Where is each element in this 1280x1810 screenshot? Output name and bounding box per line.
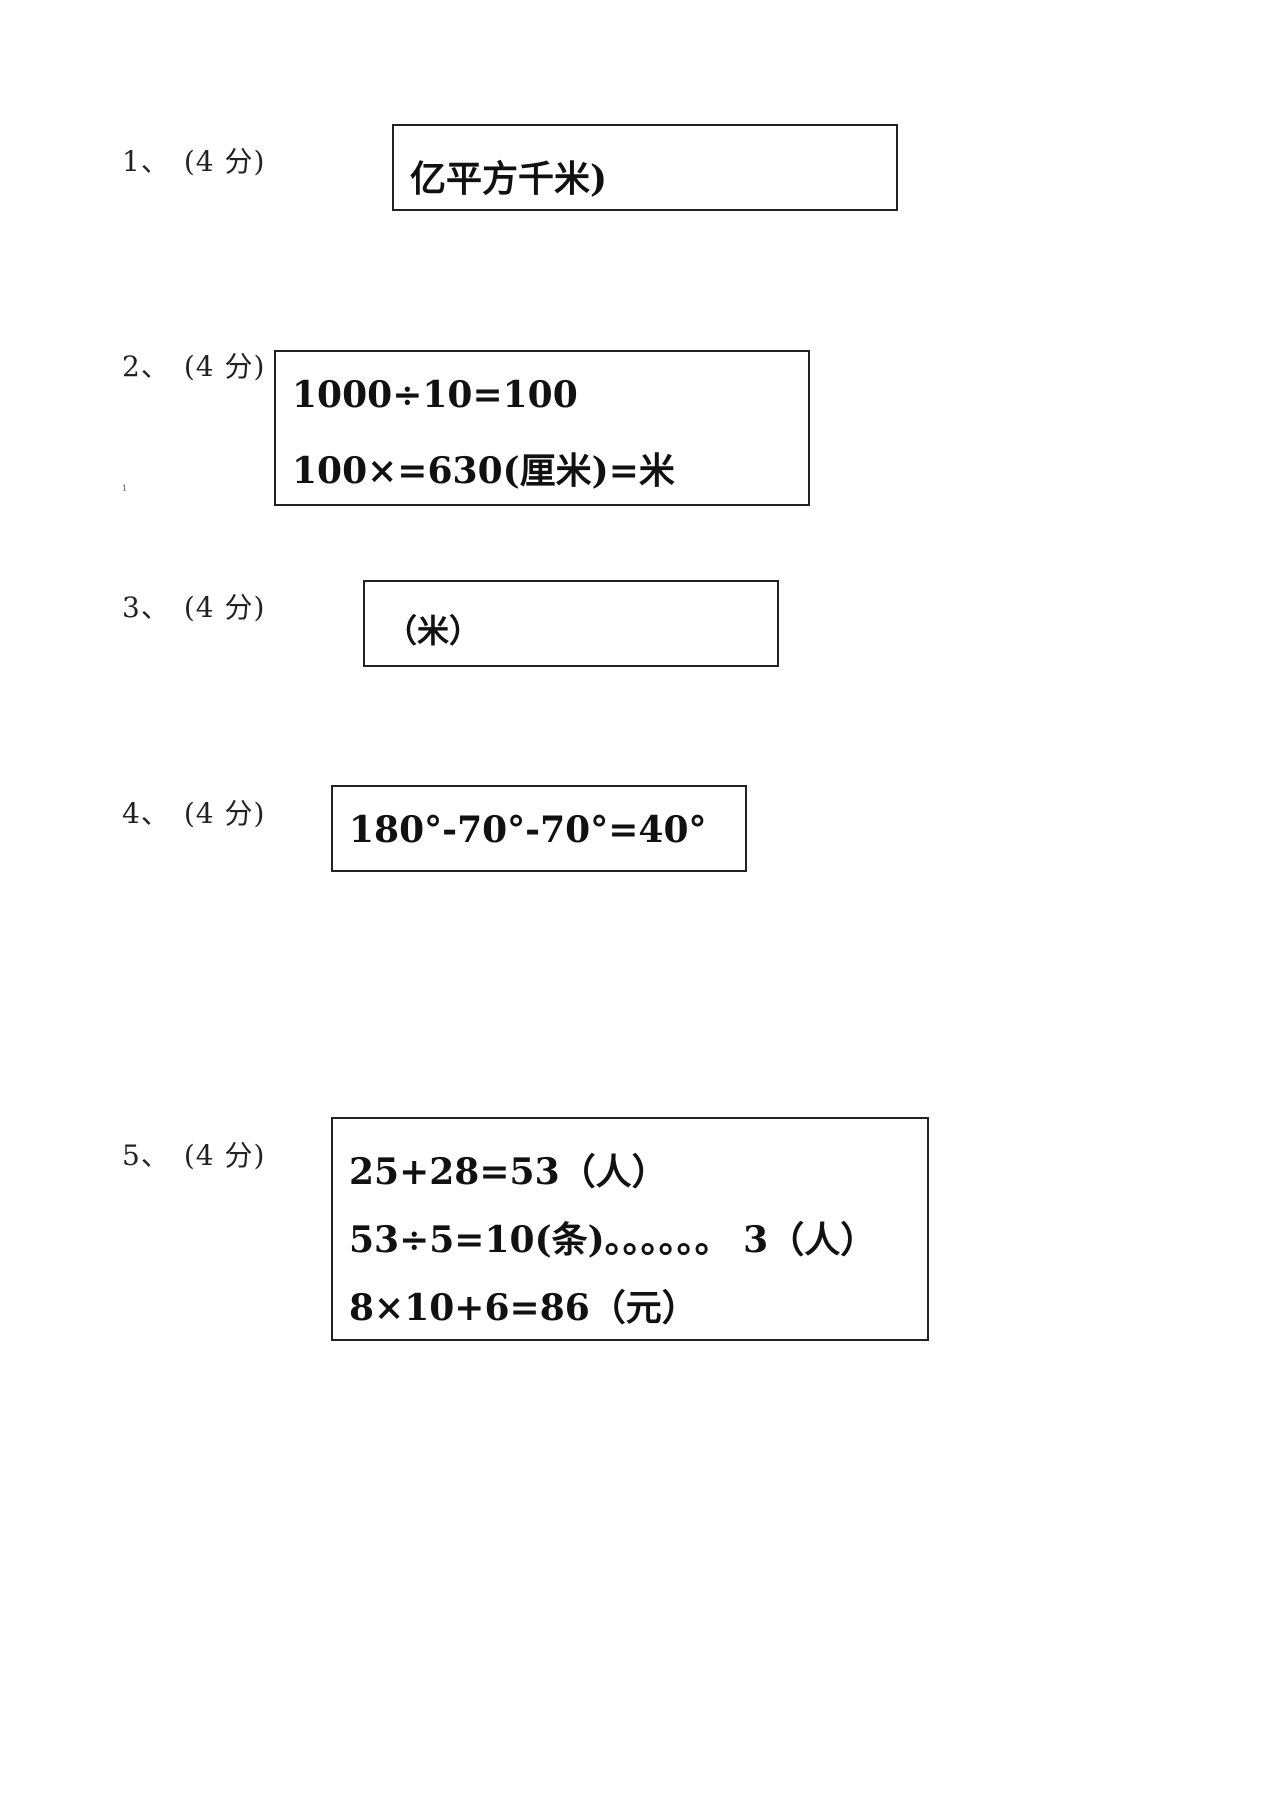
stray-mark: 1 [122,484,128,493]
question-2-label: 2、 (4 分) [122,345,265,385]
question-score: (4 分) [183,1139,266,1172]
answer-line: 25+28=53（人） [349,1151,668,1193]
question-number: 3、 [122,591,170,624]
answer-box-4: 180°-70°-70°=40° [331,785,747,872]
question-score: (4 分) [183,591,266,624]
answer-line: 180°-70°-70°=40° [349,809,707,851]
answer-line: 100×=630(厘米)=米 [292,450,675,492]
answer-box-2: 1000÷10=100 100×=630(厘米)=米 [274,350,810,506]
question-number: 5、 [122,1139,170,1172]
question-score: (4 分) [183,350,266,383]
answer-line: 53÷5=10(条)。。。。。。 3（人） [349,1219,877,1261]
question-number: 2、 [122,350,170,383]
answer-line: 1000÷10=100 [292,374,578,416]
answer-line: 亿平方千米) [410,158,608,200]
answer-box-5: 25+28=53（人） 53÷5=10(条)。。。。。。 3（人） 8×10+6… [331,1117,929,1341]
question-number: 1、 [122,145,170,178]
answer-line: （米） [385,612,482,650]
answer-box-3: （米） [363,580,779,667]
question-score: (4 分) [183,797,266,830]
question-3-label: 3、 (4 分) [122,586,265,626]
question-1-label: 1、 (4 分) [122,140,265,180]
question-number: 4、 [122,797,170,830]
answer-line: 8×10+6=86（元） [349,1287,698,1329]
question-score: (4 分) [183,145,266,178]
answer-box-1: 亿平方千米) [392,124,898,211]
question-4-label: 4、 (4 分) [122,792,265,832]
question-5-label: 5、 (4 分) [122,1134,265,1174]
